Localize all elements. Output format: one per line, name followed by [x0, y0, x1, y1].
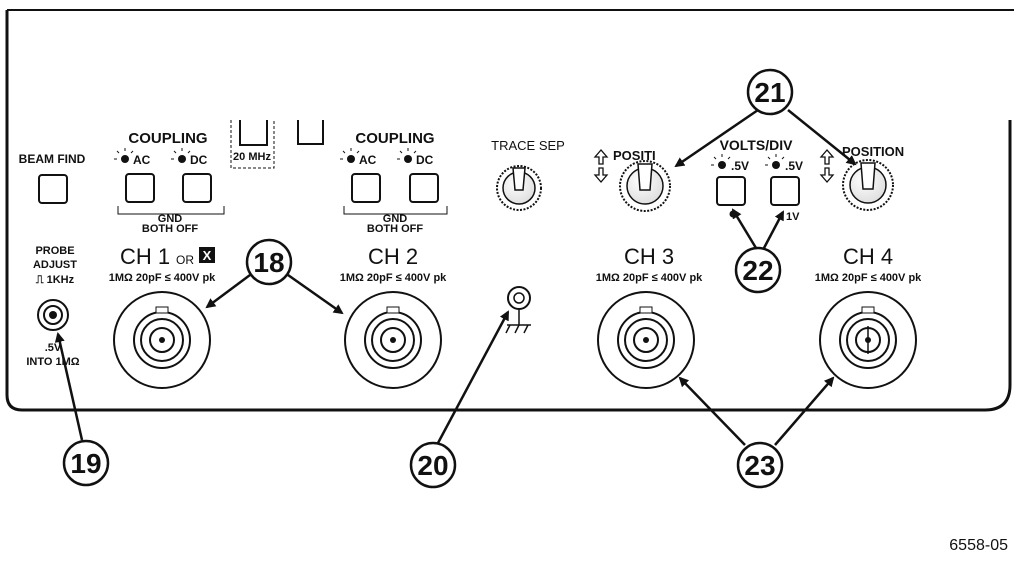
- ch4-input-spec: 1MΩ 20pF ≤ 400V pk: [815, 272, 922, 284]
- ch2-coupling-label: COUPLING: [355, 130, 434, 147]
- ch2-dc-led-icon: [397, 148, 417, 163]
- ch4-position-knob[interactable]: [842, 159, 894, 211]
- svg-text:23: 23: [744, 450, 775, 481]
- panel-border: [5, 10, 1012, 412]
- probe-adjust-label-1: PROBE: [35, 245, 74, 257]
- ch4-volts-button[interactable]: [770, 176, 800, 206]
- callout-22: 22: [734, 246, 782, 294]
- beam-find-label: BEAM FIND: [19, 152, 86, 166]
- probe-adjust-terminal[interactable]: [37, 299, 69, 331]
- bw-20mhz-button[interactable]: [239, 120, 268, 146]
- ch4-bnc-connector[interactable]: [819, 291, 917, 389]
- ch2-input-spec: 1MΩ 20pF ≤ 400V pk: [340, 272, 447, 284]
- svg-text:20: 20: [417, 450, 448, 481]
- ch2-dc-label: DC: [416, 153, 434, 167]
- invert-button[interactable]: [297, 120, 324, 145]
- probe-adjust-label-3: ⎍ 1KHz: [35, 274, 75, 286]
- ch3-label: CH 3: [624, 244, 674, 269]
- ch3-position-knob[interactable]: [619, 160, 671, 212]
- ch3-5v-label: .5V: [731, 159, 749, 173]
- probe-output-label-1: .5V: [45, 342, 62, 354]
- ch1-ac-button[interactable]: [125, 173, 155, 203]
- figure-id: 6558-05: [949, 537, 1008, 554]
- callout-21: 21: [746, 68, 794, 116]
- trace-sep-knob[interactable]: [496, 165, 542, 211]
- ch1-dc-button[interactable]: [182, 173, 212, 203]
- callout-20: 20: [409, 441, 457, 489]
- svg-text:21: 21: [754, 77, 785, 108]
- ch1-or-label: OR: [176, 253, 194, 267]
- ch1-coupling-label: COUPLING: [128, 130, 207, 147]
- ch4-5v-label: .5V: [785, 159, 803, 173]
- ch2-gnd-bracket: [343, 206, 448, 215]
- ch3-5v-led-icon: [711, 154, 731, 169]
- ch4-5v-led-icon: [765, 154, 785, 169]
- bw-20mhz-label: 20 MHz: [233, 151, 271, 163]
- ch3-position-label: POSITI: [613, 148, 656, 163]
- ch3-position-arrow-icon: [593, 149, 609, 183]
- trace-sep-label: TRACE SEP: [491, 138, 565, 153]
- ch1-input-spec: 1MΩ 20pF ≤ 400V pk: [109, 272, 216, 284]
- ch1-gnd-label: GND: [158, 213, 183, 225]
- svg-text:22: 22: [742, 255, 773, 286]
- callout-18: 18: [245, 238, 293, 286]
- ch2-ac-label: AC: [359, 153, 377, 167]
- ground-terminal[interactable]: [507, 286, 531, 310]
- volts-div-label: VOLTS/DIV: [720, 137, 794, 153]
- ch4-label: CH 4: [843, 244, 893, 269]
- ch2-label: CH 2: [368, 244, 418, 269]
- svg-text:19: 19: [70, 448, 101, 479]
- ch1-dc-label: DC: [190, 153, 208, 167]
- beam-find-button[interactable]: [38, 174, 68, 204]
- ch3-volts-button[interactable]: [716, 176, 746, 206]
- ch1-gnd-bracket: [117, 206, 225, 215]
- ch2-both-off-label: BOTH OFF: [367, 223, 423, 235]
- ch4-position-arrow-icon: [819, 149, 835, 183]
- ch2-gnd-label: GND: [383, 213, 408, 225]
- ch3-bnc-connector[interactable]: [597, 291, 695, 389]
- ch1-ac-led-icon: [114, 148, 134, 163]
- probe-adjust-label-2: ADJUST: [33, 259, 77, 271]
- svg-text:18: 18: [253, 247, 284, 278]
- ch1-x-box: [199, 247, 215, 263]
- ch2-ac-button[interactable]: [351, 173, 381, 203]
- ch1-dc-led-icon: [171, 148, 191, 163]
- callout-19: 19: [62, 439, 110, 487]
- callout-arrows: [54, 108, 857, 446]
- ground-symbol-icon: [505, 309, 531, 334]
- ch2-dc-button[interactable]: [409, 173, 439, 203]
- ch4-1v-label: 1V: [786, 211, 800, 223]
- ch4-position-label: POSITION: [842, 144, 904, 159]
- ch1-both-off-label: BOTH OFF: [142, 223, 198, 235]
- ch1-bnc-connector[interactable]: [113, 291, 211, 389]
- ch2-bnc-connector[interactable]: [344, 291, 442, 389]
- callout-23: 23: [736, 441, 784, 489]
- ch1-ac-label: AC: [133, 153, 151, 167]
- ch2-ac-led-icon: [340, 148, 360, 163]
- ch1-x-label: X: [203, 248, 212, 263]
- ch3-input-spec: 1MΩ 20pF ≤ 400V pk: [596, 272, 703, 284]
- bw-frame: [230, 120, 275, 169]
- probe-output-label-2: INTO 1MΩ: [26, 356, 79, 368]
- ch1-label: CH 1: [120, 244, 170, 269]
